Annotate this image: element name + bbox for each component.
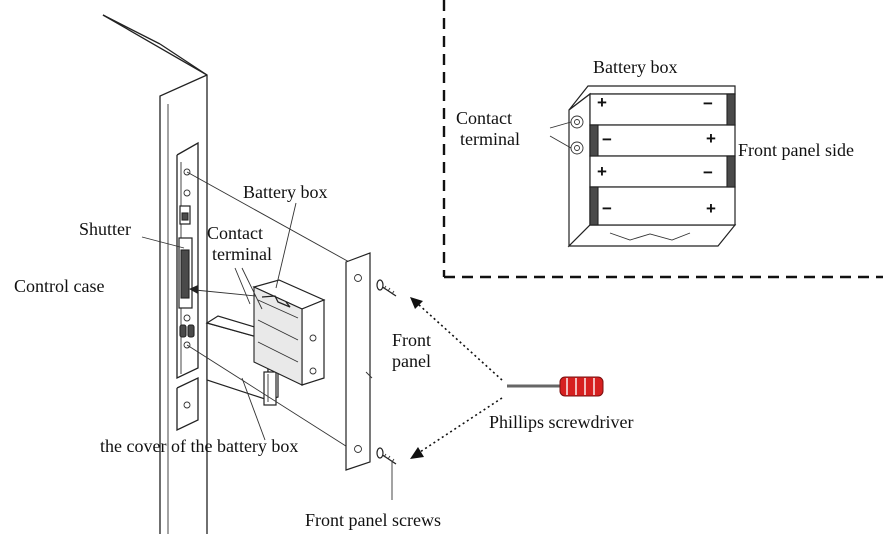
label-front-panel-2: panel bbox=[392, 351, 431, 371]
front-panel-screw-bottom bbox=[376, 447, 397, 500]
screwdriver-arrows bbox=[410, 297, 503, 459]
label-shutter: Shutter bbox=[79, 219, 131, 239]
arrow-head bbox=[189, 285, 198, 294]
leader-lines bbox=[141, 202, 373, 441]
label-control-case: Control case bbox=[14, 276, 104, 296]
label-front-panel-1: Front bbox=[392, 330, 431, 350]
label-contact-terminal-1: Contact bbox=[207, 223, 263, 243]
label-contact-terminal-2: terminal bbox=[212, 244, 272, 264]
cell-2-left: − bbox=[602, 130, 612, 149]
label-battery-box: Battery box bbox=[243, 182, 327, 202]
battery-box bbox=[252, 279, 326, 386]
label-screws: Front panel screws bbox=[305, 510, 441, 530]
cell-1-left: + bbox=[597, 93, 607, 112]
cell-2-right: + bbox=[706, 129, 716, 148]
inset-polarity: + − − + + − − + bbox=[597, 93, 716, 218]
front-panel-screw-top bbox=[376, 279, 397, 297]
label-inset-battery-box: Battery box bbox=[593, 57, 677, 77]
control-case bbox=[176, 141, 199, 432]
inset-battery-box bbox=[549, 85, 737, 248]
phillips-screwdriver-icon bbox=[507, 376, 604, 397]
label-front-panel-side: Front panel side bbox=[738, 140, 854, 160]
label-inset-contact-2: terminal bbox=[460, 129, 520, 149]
cell-4-left: − bbox=[602, 199, 612, 218]
label-cover: the cover of the battery box bbox=[100, 436, 298, 456]
label-screwdriver: Phillips screwdriver bbox=[489, 412, 633, 432]
cell-4-right: + bbox=[706, 199, 716, 218]
label-inset-contact-1: Contact bbox=[456, 108, 512, 128]
door-frame bbox=[102, 14, 208, 534]
cell-1-right: − bbox=[703, 94, 713, 113]
cell-3-right: − bbox=[703, 163, 713, 182]
front-panel bbox=[345, 252, 371, 471]
inset-frame bbox=[442, 0, 883, 279]
cell-3-left: + bbox=[597, 162, 607, 181]
